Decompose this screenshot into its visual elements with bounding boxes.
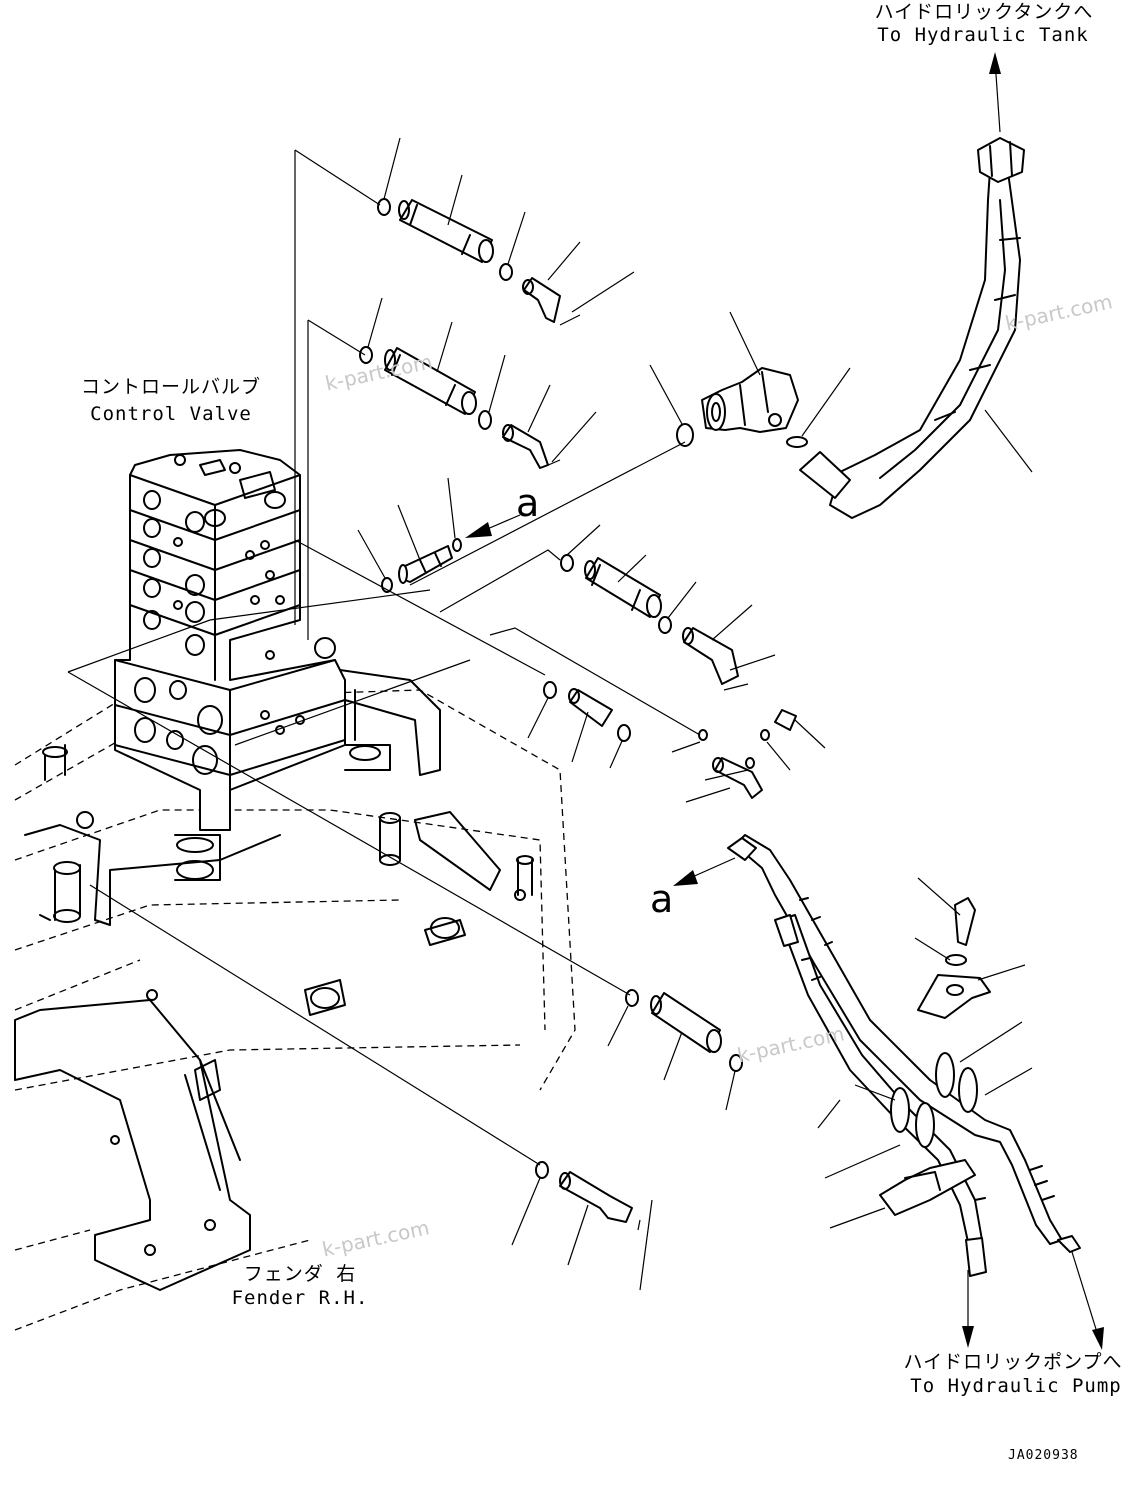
frame-members xyxy=(14,669,534,1291)
control-valve-label-jp: コントロールバルブ xyxy=(80,376,261,398)
fender-label-en: Fender R.H. xyxy=(231,1287,369,1309)
adapter-set-2 xyxy=(359,297,597,469)
pump-label-en: To Hydraulic Pump xyxy=(910,1375,1122,1397)
clamps-and-bolt xyxy=(817,877,1033,1229)
callout-a-lower: a xyxy=(650,877,674,921)
tank-label-jp: ハイドロリックタンクへ xyxy=(874,1,1094,23)
pump-hoses xyxy=(727,834,1104,1350)
control-valve-label-en: Control Valve xyxy=(90,403,252,425)
adapter-set-4 xyxy=(560,524,776,691)
fender-label-jp: フェンダ 右 xyxy=(243,1263,357,1285)
drawing-code: JA020938 xyxy=(1008,1448,1079,1463)
adapter-set-5 xyxy=(527,681,631,769)
frame-outline xyxy=(14,689,576,1331)
arrow-a-upper xyxy=(465,514,521,538)
tank-label-en: To Hydraulic Tank xyxy=(877,24,1089,46)
arrow-a-lower xyxy=(673,857,736,886)
pump-label-jp: ハイドロリックポンプへ xyxy=(903,1351,1123,1373)
adapter-set-6 xyxy=(607,989,743,1111)
control-valve-block xyxy=(114,449,346,831)
leader-lines xyxy=(67,149,701,1166)
tank-elbow xyxy=(649,311,851,448)
adapter-set-3 xyxy=(357,477,462,593)
tee-fitting xyxy=(671,709,826,803)
tank-hose xyxy=(799,52,1033,519)
adapter-set-7 xyxy=(511,1161,653,1291)
adapter-set-1 xyxy=(377,137,635,326)
callout-a-upper: a xyxy=(516,481,540,525)
